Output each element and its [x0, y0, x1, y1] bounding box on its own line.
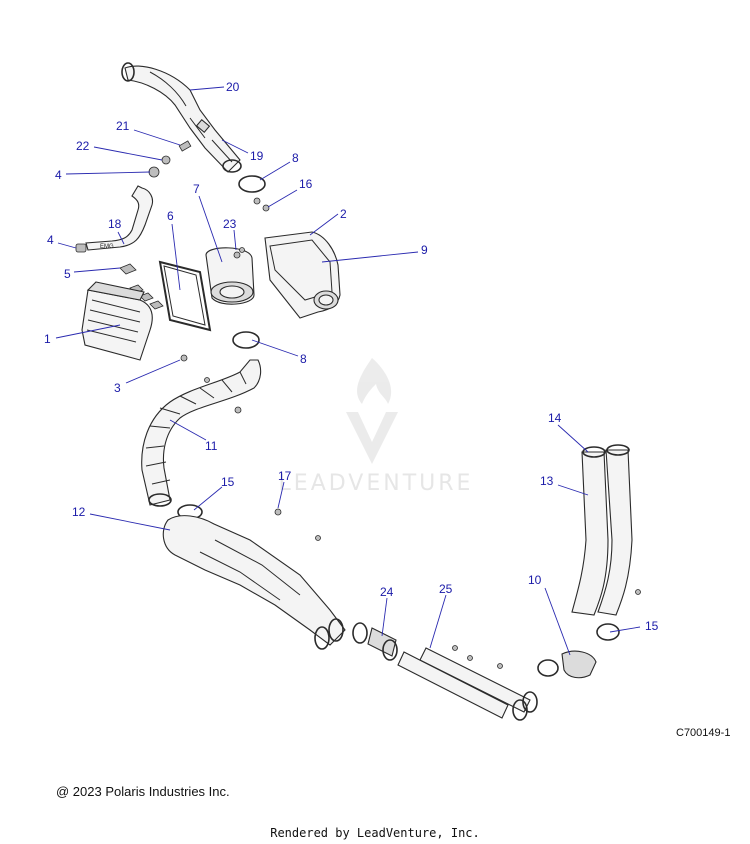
callout-3: 3 — [114, 381, 121, 395]
part-coupler — [352, 622, 398, 661]
callout-labels: 1 2 3 4 4 5 6 7 8 8 9 10 11 12 13 14 15 … — [44, 80, 659, 633]
callout-15-left: 15 — [221, 475, 235, 489]
part-screw — [180, 354, 188, 362]
callout-21: 21 — [116, 119, 130, 133]
figure-id: C700149-1 — [676, 727, 730, 739]
callout-9: 9 — [421, 243, 428, 257]
part-long-duct — [162, 508, 346, 650]
part-gasket — [158, 260, 212, 332]
callout-23: 23 — [223, 217, 237, 231]
callout-5: 5 — [64, 267, 71, 281]
callout-25: 25 — [439, 582, 453, 596]
callout-2: 2 — [340, 207, 347, 221]
callout-17: 17 — [278, 469, 292, 483]
callout-8-lower: 8 — [300, 352, 307, 366]
callout-20: 20 — [226, 80, 240, 94]
leader-lines — [55, 86, 641, 656]
part-air-filter — [205, 247, 255, 305]
callout-22: 22 — [76, 139, 90, 153]
callout-14: 14 — [548, 411, 562, 425]
part-upper-intake-duct — [121, 62, 242, 173]
part-vertical-ducts — [571, 444, 641, 616]
callout-15-right: 15 — [645, 619, 659, 633]
part-clamp-upper — [232, 175, 266, 349]
hose-label-text: EMG — [100, 244, 114, 250]
rendered-by-text: Rendered by LeadVenture, Inc. — [270, 826, 480, 840]
callout-24: 24 — [380, 585, 394, 599]
callout-19: 19 — [250, 149, 264, 163]
callout-1: 1 — [44, 332, 51, 346]
callout-6: 6 — [167, 209, 174, 223]
callout-18: 18 — [108, 217, 122, 231]
watermark-text: LEADVENTURE — [279, 471, 474, 496]
part-hose: EMG — [85, 185, 154, 251]
callout-8-upper: 8 — [292, 151, 299, 165]
callout-10: 10 — [528, 573, 542, 587]
part-airbox-cover — [81, 281, 153, 361]
part-airbox — [253, 197, 341, 319]
copyright-text: @ 2023 Polaris Industries Inc. — [56, 784, 230, 799]
callout-13: 13 — [540, 474, 554, 488]
part-bellows-duct — [141, 359, 262, 507]
callout-11: 11 — [205, 439, 218, 453]
callout-16: 16 — [299, 177, 313, 191]
callout-7: 7 — [193, 182, 200, 196]
part-twin-pipes — [397, 645, 538, 721]
callout-12: 12 — [72, 505, 86, 519]
watermark-logo: LEADVENTURE — [279, 358, 474, 496]
callout-4-lower: 4 — [47, 233, 54, 247]
part-elbow-connector — [537, 623, 620, 679]
callout-4-upper: 4 — [55, 168, 62, 182]
